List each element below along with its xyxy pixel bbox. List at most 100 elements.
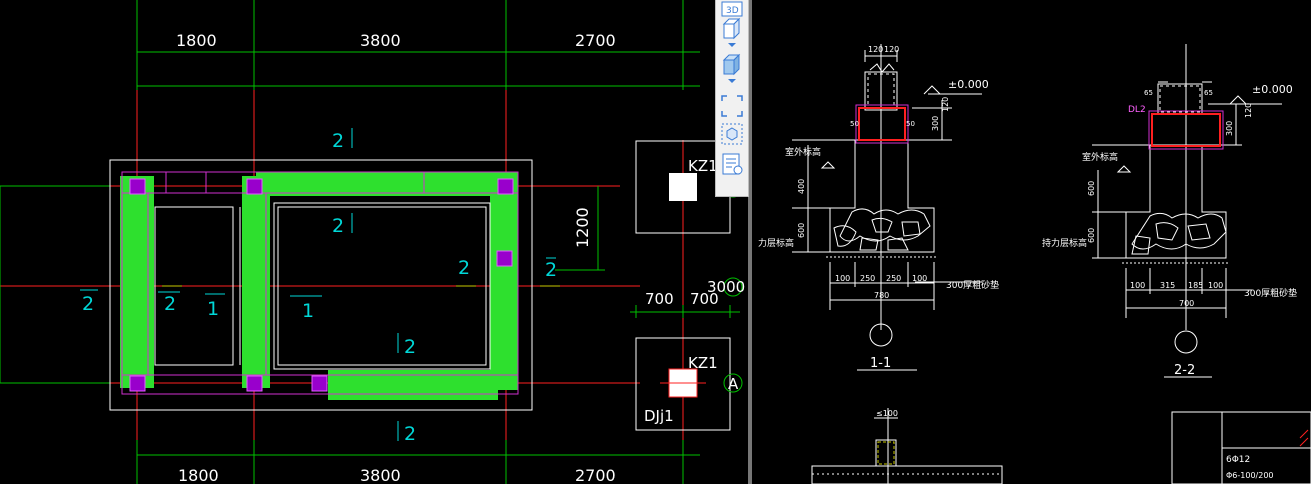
rubble-fill-2 <box>1131 212 1227 255</box>
s1-base-note: 300厚粗砂垫 <box>946 279 999 291</box>
s2-total: 700 <box>1179 299 1194 308</box>
section-mark: 2 <box>404 336 416 358</box>
wall-hatch-2 <box>1159 85 1201 113</box>
view-properties-icon[interactable] <box>720 152 744 176</box>
s2-side-1: 65 <box>1144 89 1153 97</box>
s1-side-2: 50 <box>906 120 915 128</box>
dim-bottom-2: 3800 <box>360 466 401 484</box>
section-2-2-drawing <box>1092 44 1282 378</box>
foundation-outline <box>109 159 533 411</box>
view-rotate-icon[interactable] <box>720 122 744 146</box>
view-3d-button[interactable]: 3D <box>720 0 744 22</box>
footing-tag: DJj1 <box>644 407 674 425</box>
view-box-filled-icon[interactable] <box>720 52 744 76</box>
section-mark: 2 <box>545 259 557 281</box>
dim-bottom-1: 1800 <box>178 466 219 484</box>
bearing-label-1: 力层标高 <box>758 237 794 249</box>
footing-label-bottom: KZ1 <box>688 354 718 372</box>
dim-top-3: 2700 <box>575 31 616 50</box>
section-mark: 2 <box>404 423 416 445</box>
dimension-lines <box>0 0 740 484</box>
s2-side-2: 65 <box>1204 89 1213 97</box>
view-frame-icon[interactable] <box>720 94 744 118</box>
s1-bottom-1: 100 <box>835 274 850 283</box>
beam-outlines <box>121 171 519 395</box>
section-mark: 2 <box>332 130 344 152</box>
ground-beam-1[interactable] <box>858 107 906 141</box>
footing-label-top: KZ1 <box>688 157 718 175</box>
section-1-1-drawing <box>792 44 982 371</box>
s2-bottom-2: 315 <box>1160 281 1175 290</box>
s1-total: 780 <box>874 291 889 300</box>
ground-beam-2-outer <box>1148 110 1224 150</box>
chevron-down-icon[interactable] <box>727 42 737 48</box>
ground-beam-1-outer <box>855 104 909 144</box>
level-marker-1 <box>923 85 941 95</box>
hatch-3 <box>877 441 895 465</box>
section-mark: 2 <box>332 215 344 237</box>
s2-bottom-1: 100 <box>1130 281 1145 290</box>
chevron-down-icon[interactable] <box>727 78 737 84</box>
s2-h-4: 600 <box>1087 228 1096 243</box>
section-mark: 1 <box>207 298 219 320</box>
outdoor-label-1: 室外标高 <box>785 146 821 158</box>
s1-bottom-3: 250 <box>886 274 901 283</box>
column-section-mark <box>1299 429 1309 447</box>
s1-bottom-4: 100 <box>912 274 927 283</box>
s2-base-note: 300厚粗砂垫 <box>1244 287 1297 299</box>
dim-bottom-3: 2700 <box>575 466 616 484</box>
level-text-2: ±0.000 <box>1252 83 1293 96</box>
outdoor-level-marker-2 <box>1116 165 1132 173</box>
section-1-title: 1-1 <box>870 356 891 371</box>
svg-text:3D: 3D <box>726 6 739 16</box>
outdoor-level-marker-1 <box>820 161 836 169</box>
dim-top-1: 1800 <box>176 31 217 50</box>
axis-bubble <box>723 277 743 297</box>
title-block <box>1171 411 1311 484</box>
s1-h-3: 400 <box>797 179 806 194</box>
room-outlines <box>154 202 491 370</box>
section-mark: 2 <box>458 257 470 279</box>
section-mark: 2 <box>164 293 176 315</box>
s1-bottom-2: 250 <box>860 274 875 283</box>
section-3-drawing <box>811 408 1003 484</box>
stirrup-note: Φ6-100/200 <box>1226 471 1274 480</box>
section-mark: 1 <box>302 300 314 322</box>
cad-detail-viewport[interactable]: ±0.000 室外标高 力层标高 120 120 50 50 120 300 4… <box>752 0 1311 484</box>
section-mark-ticks <box>80 128 556 441</box>
footing-column-top[interactable] <box>669 173 697 201</box>
pane-splitter[interactable] <box>748 0 752 484</box>
footing-dim-1: 700 <box>645 290 674 308</box>
s1-width-2: 120 <box>884 45 899 54</box>
s1-h-1: 120 <box>941 97 950 112</box>
s1-h-4: 600 <box>797 223 806 238</box>
rubble-fill <box>833 208 931 251</box>
dim-top-2: 3800 <box>360 31 401 50</box>
s1-side-1: 50 <box>850 120 859 128</box>
s3-dim: ≤100 <box>876 409 898 418</box>
dim-side: 1200 <box>573 207 592 248</box>
columns[interactable] <box>129 178 514 392</box>
beam-tag: DL2 <box>1128 105 1146 115</box>
s2-bottom-3: 185 <box>1188 281 1203 290</box>
ground-beam-2[interactable] <box>1151 113 1221 147</box>
axis-bubble <box>723 373 743 393</box>
level-text-1: ±0.000 <box>948 78 989 91</box>
rebar-note: 6Φ12 <box>1226 455 1250 465</box>
view-toolbar: 3D <box>715 0 749 197</box>
view-box-icon[interactable] <box>720 16 744 40</box>
section-mark: 2 <box>82 293 94 315</box>
level-marker-2 <box>1229 95 1247 105</box>
cad-plan-viewport[interactable]: 1800 3800 2700 1800 3800 2700 1200 2 2 2… <box>0 0 748 484</box>
section-2-title: 2-2 <box>1174 363 1195 378</box>
outdoor-label-2: 室外标高 <box>1082 151 1118 163</box>
axis-marker: 3000 <box>707 278 745 296</box>
s2-bottom-4: 100 <box>1208 281 1223 290</box>
s1-width-1: 120 <box>868 45 883 54</box>
axis-label: A <box>728 375 739 393</box>
s2-h-2: 300 <box>1225 121 1234 136</box>
bearing-label-2: 持力层标高 <box>1042 237 1087 249</box>
s1-h-2: 300 <box>931 116 940 131</box>
s2-h-1: 120 <box>1244 103 1253 118</box>
s2-h-3: 600 <box>1087 181 1096 196</box>
